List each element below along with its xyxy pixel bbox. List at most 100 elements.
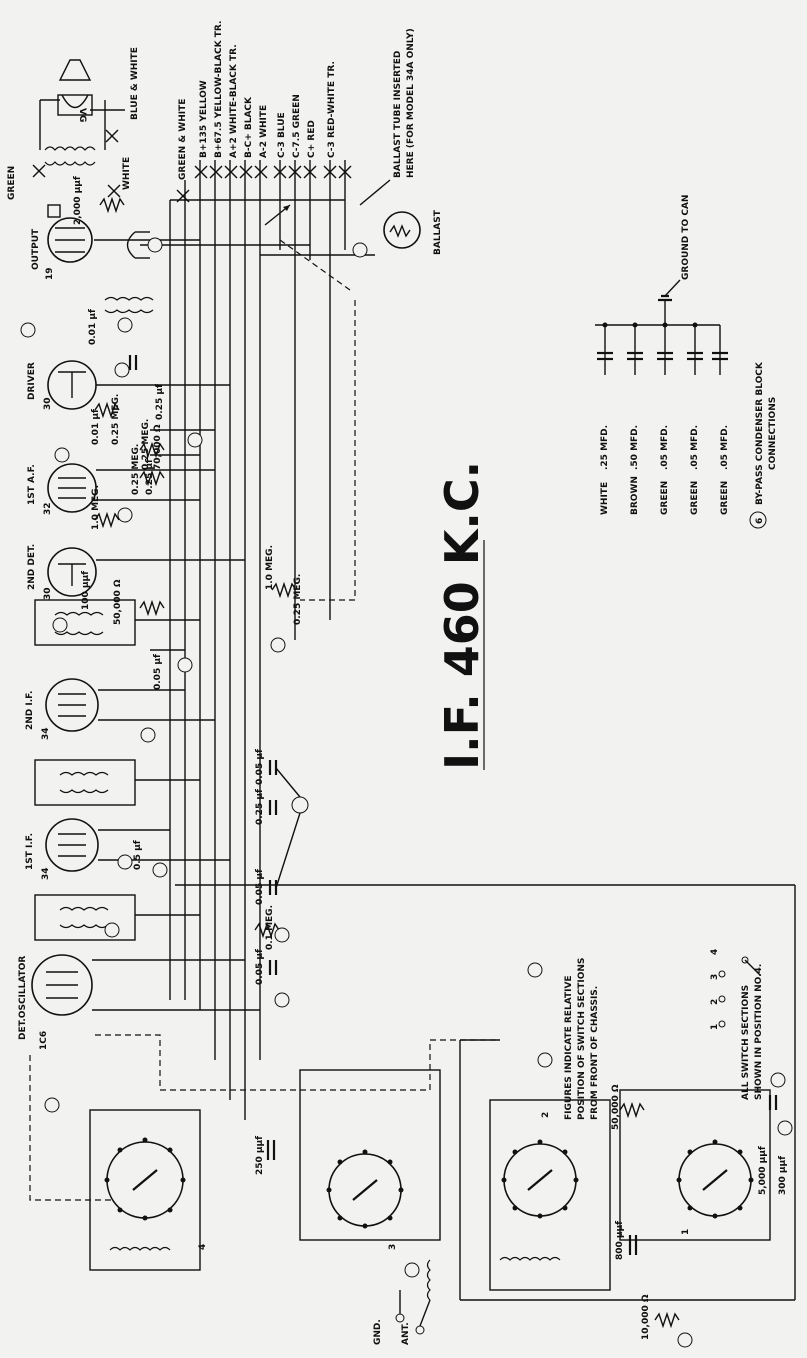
component-value: 300 μμf [778, 1156, 788, 1195]
switch-section-number: 3 [388, 1244, 398, 1250]
speaker-wire-label: GREEN [7, 166, 17, 200]
switch-note-line: FIGURES INDICATE RELATIVE [564, 975, 574, 1120]
tube-type: 30 [43, 587, 53, 600]
tube-type: 30 [43, 397, 53, 410]
component-value: 0.25 μf [255, 789, 265, 825]
ballast-tube-icon [383, 211, 421, 249]
volume-control [264, 204, 351, 291]
tube-type: 1C6 [39, 1031, 49, 1050]
bypass-color: BROWN [630, 476, 640, 515]
component-value: 50,000 Ω [611, 1084, 621, 1130]
speaker-wire-label: GREEN & WHITE [178, 99, 188, 180]
capacitors [128, 355, 778, 1255]
switch-section-1: 1 [619, 1089, 771, 1241]
component-value: 0.25 μf [155, 384, 165, 420]
tube-label: 2ND I.F. [25, 691, 35, 730]
component-value: 1.0 MEG. [265, 545, 275, 590]
bus-lines [169, 160, 346, 1120]
antenna-terminals: GND. ANT. [373, 1259, 431, 1345]
bypass-color: GREEN [660, 481, 670, 515]
cable-wire-label: C-3 BLUE [277, 112, 287, 158]
tube-type: 34 [41, 727, 51, 740]
tube-type: 34 [41, 867, 51, 880]
tube-label: DET.OSCILLATOR [18, 956, 28, 1040]
component-value: 0.01 μf [91, 409, 101, 445]
switch-section-number: 1 [681, 1229, 691, 1235]
terminal-label: GND. [373, 1319, 383, 1345]
switch-position-indicator: 1 2 3 4 [710, 949, 761, 1030]
bypass-block-title: CONNECTIONS [768, 397, 778, 470]
terminal-label: ANT. [401, 1322, 411, 1345]
switch-notes: FIGURES INDICATE RELATIVE POSITION OF SW… [564, 958, 764, 1120]
cable-wire-label: C-7.5 GREEN [292, 94, 302, 158]
switch-section-number: 4 [198, 1244, 208, 1250]
second-if-tube: 2ND I.F. 34 [25, 678, 99, 740]
bypass-value: .25 MFD. [600, 425, 610, 470]
tube-label: 1ST I.F. [25, 833, 35, 870]
switch-section-3: 3 [299, 1069, 441, 1250]
rf-section-outline [175, 884, 796, 1301]
cable-wire-label: C-3 RED-WHITE TR. [327, 61, 337, 158]
switch-section-number: 2 [541, 1112, 551, 1118]
cable-wire-labels: B+135 YELLOW B+67.5 YELLOW-BLACK TR. A+2… [199, 21, 337, 158]
ballast-note-line: HERE (FOR MODEL 34A ONLY) [406, 28, 416, 178]
cable-wire-label: C+ RED [307, 120, 317, 158]
component-value: 0.05 μf [153, 654, 163, 690]
cable-wire-label: A+2 WHITE-BLACK TR. [229, 44, 239, 158]
component-value: 800 μμf [615, 1221, 625, 1260]
switch-note-line: POSITION OF SWITCH SECTIONS [577, 958, 587, 1120]
ballast-label: BALLAST [433, 209, 443, 255]
component-value: 0.25 MEG. [111, 394, 121, 445]
pilot-lamp-icon [126, 231, 150, 259]
switch-position: 2 [710, 999, 720, 1005]
bypass-color: GREEN [690, 481, 700, 515]
if-transformers [34, 296, 154, 941]
component-value: 0.25 MEG. [293, 574, 303, 625]
component-value: 0.25 MEG. [131, 444, 141, 495]
speaker-wire-label: WHITE [122, 157, 132, 190]
ant-terminal[interactable] [415, 1325, 425, 1335]
schematic-title: I.F. 460 K.C. [435, 461, 489, 770]
component-value: 2,000 μμf [73, 176, 83, 225]
speaker-wire-labels: BLUE & WHITE WHITE GREEN & WHITE GREEN [7, 47, 188, 200]
det-oscillator-tube: DET.OSCILLATOR 1C6 [18, 954, 93, 1050]
cable-wire-label: B-C+ BLACK [244, 96, 254, 158]
bypass-value: .05 MFD. [660, 425, 670, 470]
bypass-block: GROUND TO CAN WHITE .25 MFD. BROWN .50 M… [595, 195, 778, 529]
component-value: 0.05 μf [255, 949, 265, 985]
bypass-block-number: 6 [755, 518, 765, 524]
tube-label: 1ST A.F. [27, 464, 37, 505]
tie-wires [92, 199, 375, 1011]
component-value: 50,000 Ω [113, 579, 123, 625]
component-value: 0.05 μf [255, 749, 265, 785]
component-value: 70,000 Ω [153, 424, 163, 470]
component-value: 0.05 μf [255, 869, 265, 905]
cable-wire-label: B+67.5 YELLOW-BLACK TR. [214, 21, 224, 158]
tube-type: 32 [43, 502, 53, 515]
tube-type: 19 [45, 267, 55, 280]
speaker-icon: VG [39, 59, 125, 166]
bypass-color: GREEN [720, 481, 730, 515]
switch-position-note-line: ALL SWITCH SECTIONS [741, 985, 751, 1100]
switch-position-note-line: SHOWN IN POSITION NO.4. [754, 964, 764, 1100]
first-af-tube: 1ST A.F. 32 [27, 463, 97, 515]
bypass-value: .50 MFD. [630, 425, 640, 470]
switch-section-2: 2 [489, 1099, 611, 1291]
ground-to-can-label: GROUND TO CAN [681, 195, 691, 280]
output-tube: OUTPUT 19 [31, 204, 93, 280]
switch-position: 4 [710, 949, 720, 955]
component-value: 0.01 μf [88, 309, 98, 345]
switch-section-4: 4 [89, 1109, 208, 1271]
component-value: 0.5 μf [133, 840, 143, 870]
bypass-value: .05 MFD. [690, 425, 700, 470]
switch-position: 1 [710, 1024, 720, 1030]
component-value: 0.25 MEG. [141, 419, 151, 470]
second-det-tube: 2ND DET. 30 [27, 544, 97, 600]
gnd-terminal[interactable] [395, 1313, 405, 1323]
driver-tube: DRIVER 30 [27, 360, 97, 410]
component-value: 100 μμf [81, 571, 91, 610]
component-value: 0.1 MEG. [265, 905, 275, 950]
bypass-block-number-icon [749, 511, 767, 529]
component-value: 1.0 MEG. [91, 485, 101, 530]
